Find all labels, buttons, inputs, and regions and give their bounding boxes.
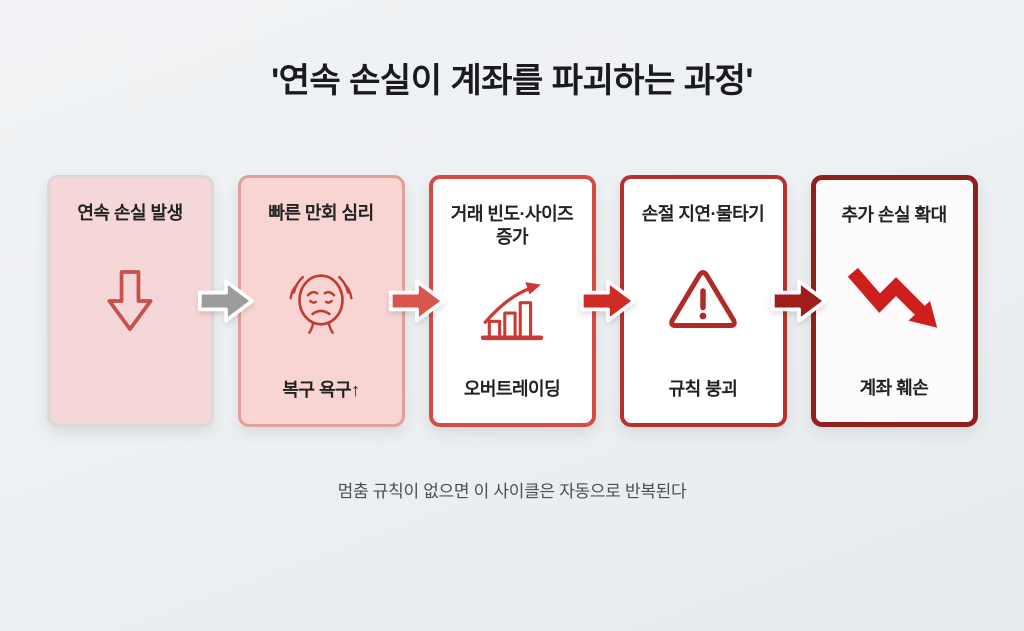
card-rule-collapse: 손절 지연·물타기 규칙 붕괴 (619, 174, 787, 427)
flow-arrow-2-icon (388, 276, 446, 326)
footer-caption: 멈춤 규칙이 없으면 이 사이클은 자동으로 반복된다 (337, 481, 687, 501)
card-title: 손절 지연·물타기 (641, 203, 765, 224)
flow-arrow-1-icon (197, 276, 255, 326)
page-title: '연속 손실이 계좌를 파괴하는 과정' (271, 62, 753, 100)
card-title: 추가 손실 확대 (841, 204, 947, 225)
flow-arrow-4-icon (770, 276, 828, 326)
card-footer: 규칙 붕괴 (668, 378, 738, 399)
card-footer: 계좌 훼손 (859, 377, 929, 398)
downtrend-arrow-icon (844, 227, 944, 374)
card-footer: 오버트레이딩 (463, 378, 561, 399)
card-title: 연속 손실 발생 (77, 202, 183, 223)
card-title: 빠른 만회 심리 (268, 202, 374, 223)
card-title: 거래 빈도·사이즈 증가 (450, 203, 574, 247)
flow-diagram: 연속 손실 발생 빠른 만회 심리 (0, 174, 1024, 427)
down-arrow-icon (100, 225, 160, 378)
card-footer: 복구 욕구↑ (282, 379, 360, 400)
card-recovery-psychology: 빠른 만회 심리 복구 욕구↑ (237, 174, 405, 427)
card-account-damage: 추가 손실 확대 계좌 훼손 (810, 174, 978, 427)
stressed-face-icon (279, 225, 363, 376)
rising-chart-icon (475, 249, 549, 374)
warning-triangle-icon (665, 226, 741, 375)
card-consecutive-losses: 연속 손실 발생 (46, 174, 214, 427)
card-overtrading: 거래 빈도·사이즈 증가 오버트레이딩 (428, 174, 596, 427)
flow-arrow-3-icon (579, 276, 637, 326)
